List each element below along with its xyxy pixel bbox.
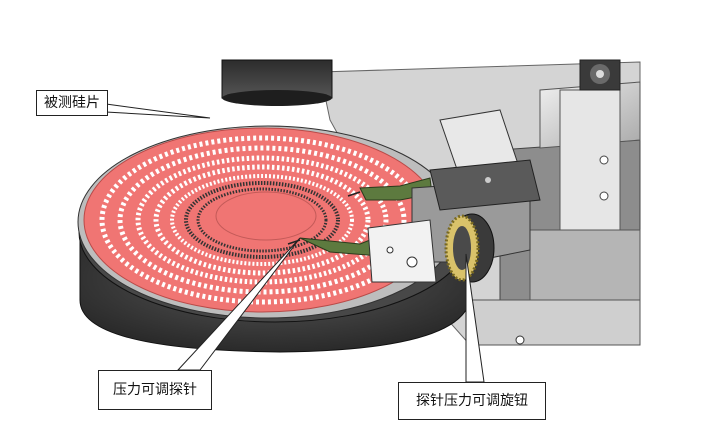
- label-wafer: 被测硅片: [36, 90, 108, 116]
- microscope-objective-icon: [221, 59, 333, 106]
- wafer: [83, 127, 441, 313]
- label-knob: 探针压力可调旋钮: [398, 382, 546, 420]
- label-pressure-probe: 压力可调探针: [98, 370, 212, 410]
- knurled-knob-icon: [444, 213, 495, 283]
- leader-lines: [105, 103, 485, 383]
